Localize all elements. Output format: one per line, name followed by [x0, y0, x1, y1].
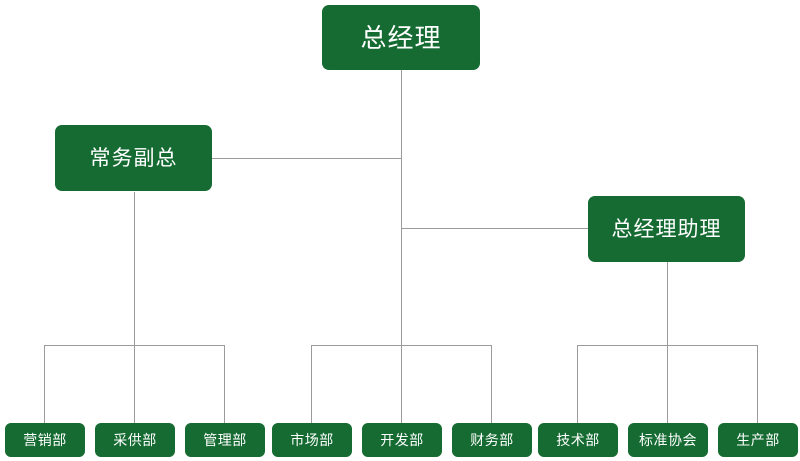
- connector-group3-drop-3: [757, 345, 758, 423]
- node-department-shichang[interactable]: 市场部: [272, 423, 352, 457]
- connector-group3-drop-2: [667, 345, 668, 423]
- node-department-label: 管理部: [203, 432, 247, 448]
- node-department-jishu[interactable]: 技术部: [538, 423, 618, 457]
- node-general-manager-assistant[interactable]: 总经理助理: [588, 196, 745, 262]
- connector-group1-drop-2: [134, 345, 135, 423]
- node-department-biaozhun[interactable]: 标准协会: [628, 423, 708, 457]
- node-department-label: 开发部: [380, 432, 424, 448]
- node-general-manager-label: 总经理: [360, 22, 442, 53]
- node-general-manager-assistant-label: 总经理助理: [611, 217, 722, 241]
- connector-root-to-assistant: [401, 228, 589, 229]
- node-department-label: 采供部: [113, 432, 157, 448]
- node-department-label: 市场部: [290, 432, 334, 448]
- node-department-guanli[interactable]: 管理部: [185, 423, 265, 457]
- connector-root-trunk: [401, 70, 402, 346]
- connector-group2-drop-3: [491, 345, 492, 423]
- node-department-caigong[interactable]: 采供部: [95, 423, 175, 457]
- connector-vp-stem: [134, 192, 135, 346]
- node-department-kaifa[interactable]: 开发部: [362, 423, 442, 457]
- node-executive-vice-president[interactable]: 常务副总: [55, 125, 212, 191]
- node-department-caiwu[interactable]: 财务部: [452, 423, 532, 457]
- node-executive-vice-president-label: 常务副总: [89, 146, 178, 170]
- node-department-yingxiao[interactable]: 营销部: [5, 423, 85, 457]
- node-department-label: 技术部: [556, 432, 600, 448]
- connector-group1-drop-1: [44, 345, 45, 423]
- node-department-label: 财务部: [470, 432, 514, 448]
- node-department-shengchan[interactable]: 生产部: [718, 423, 798, 457]
- node-department-label: 生产部: [736, 432, 780, 448]
- node-department-label: 营销部: [23, 432, 67, 448]
- node-general-manager[interactable]: 总经理: [322, 5, 480, 70]
- connector-root-to-vp: [211, 158, 402, 159]
- node-department-label: 标准协会: [639, 432, 697, 448]
- connector-group2-drop-1: [311, 345, 312, 423]
- connector-group2-drop-2: [401, 345, 402, 423]
- connector-group1-drop-3: [224, 345, 225, 423]
- connector-assistant-stem: [667, 262, 668, 346]
- connector-group3-drop-1: [577, 345, 578, 423]
